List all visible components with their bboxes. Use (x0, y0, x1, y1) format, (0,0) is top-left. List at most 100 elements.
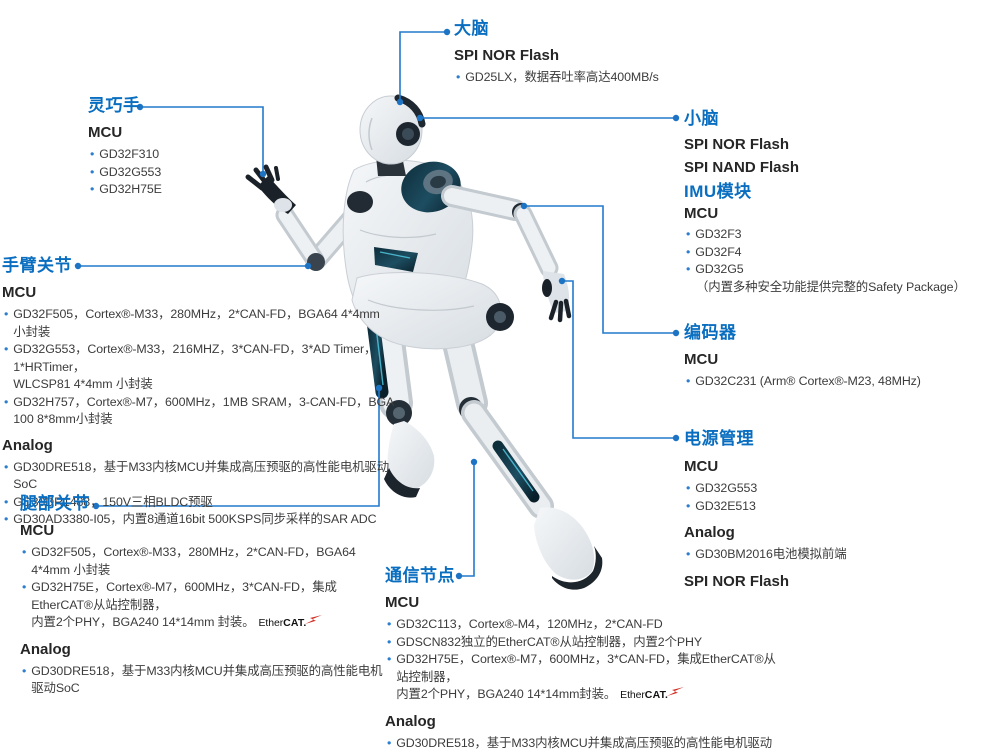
spec-item-text: GD32G553 (695, 481, 758, 495)
connector-dexterous-hand (140, 106, 264, 174)
spec-item-text: GD30DRE518，基于M33内核MCU并集成高压预驱的高性能电机驱动SoC (13, 459, 389, 492)
spec-category: Analog (385, 712, 436, 730)
callout-imu: IMU模块 MCU•GD32F3•GD32F4•GD32G5（内置多种安全功能提… (684, 181, 998, 296)
spec-item: •GD32C113，Cortex®-M4，120MHz，2*CAN-FD (385, 616, 777, 634)
spec-item: •GD32F310 (88, 146, 288, 164)
spec-item-text: GD32G553，Cortex®-M33，216MHZ，3*CAN-FD，3*A… (13, 342, 377, 391)
connector-brain (399, 31, 447, 102)
bullet-icon: • (22, 663, 27, 678)
spec-category: SPI NOR Flash (684, 136, 790, 153)
bullet-icon: • (686, 227, 691, 241)
callout-title-imu: IMU模块 (684, 182, 752, 201)
spec-category: MCU (88, 124, 123, 141)
spec-item: •GD32H757，Cortex®-M7，600MHz，1MB SRAM，3-C… (2, 394, 394, 429)
bullet-icon: • (686, 547, 691, 561)
callout-title-power: 电源管理 (684, 429, 754, 448)
spec-item: • GD32G553 (88, 164, 288, 182)
spec-item: • GD32F505，Cortex®-M33，280MHz，2*CAN-FD，BG… (2, 306, 394, 341)
spec-category: SPI NAND Flash (684, 159, 800, 176)
spec-item-text: GD32H75E (99, 182, 162, 196)
spec-item-text: GD25LX，数据吞吐率高达400MB/s (465, 70, 659, 84)
spec-item: • GD32G553，Cortex®-M33，216MHZ，3*CAN-FD，3*… (2, 341, 394, 394)
spec-item: •GD30AD3380-I05，内置8通道16bit 500KSPS同步采样的S… (2, 511, 394, 529)
spec-item-text: GD32H757，Cortex®-M7，600MHz，1MB SRAM，3-CA… (13, 394, 394, 427)
bullet-icon: • (4, 459, 9, 474)
spec-category: Analog (20, 640, 71, 658)
head (359, 95, 423, 165)
spec-item-text: GD32F3 (695, 227, 742, 241)
spec-item-text: GD30DR1488，150V三相BLDC预驱 (13, 494, 213, 509)
spec-item-text: GD32F310 (99, 147, 160, 161)
callout-brain: 大脑 SPI NOR Flash • GD25LX，数据吞吐率高达400MB/s (454, 18, 774, 87)
callout-encoder: 编码器 MCU • GD32C231 (Arm® Cortex®-M23, 48MH… (684, 322, 996, 391)
bullet-icon: • (456, 70, 461, 84)
spec-item-text: GD32H75E，Cortex®-M7，600MHz，3*CAN-FD，集成Et… (31, 580, 337, 629)
bullet-icon: • (686, 374, 691, 388)
spec-category: MCU (2, 284, 37, 301)
ethercat-logo: EtherCAT. (620, 687, 685, 701)
spec-category: SPI NOR Flash (684, 572, 790, 590)
connector-encoder (524, 205, 676, 334)
bullet-icon: • (387, 735, 392, 750)
spec-item: • GD30DRE518，基于M33内核MCU并集成高压预驱的高性能电机驱动SoC (2, 459, 394, 494)
spec-item-text: （内置多种安全功能提供完整的Safety Package） (696, 279, 966, 294)
callout-title-arm-joint: 手臂关节 (2, 256, 72, 275)
robot-body (245, 94, 603, 590)
spec-category: MCU (684, 458, 719, 475)
callout-comm-node: 通信节点 MCU•GD32C113，Cortex®-M4，120MHz，2*CA… (385, 565, 777, 753)
spec-item: •GD32F4 (684, 244, 998, 262)
callout-title-leg-joint: 腿部关节 (20, 494, 90, 513)
spec-item-text: GD30DRE518，基于M33内核MCU并集成高压预驱的高性能电机驱动SoC (31, 663, 383, 696)
left-foot (387, 421, 435, 490)
bullet-icon: • (686, 244, 691, 259)
right-foot (534, 507, 595, 580)
connector-leg-joint (96, 388, 380, 507)
bullet-icon: • (387, 652, 392, 666)
bullet-icon: • (4, 512, 9, 526)
bullet-icon: • (387, 634, 392, 649)
spec-item: （内置多种安全功能提供完整的Safety Package） (684, 279, 998, 297)
spec-item-text: GDSCN832独立的EtherCAT®从站控制器，内置2个PHY (396, 634, 703, 649)
spec-category: Analog (684, 524, 735, 541)
callout-title-brain: 大脑 (454, 19, 489, 38)
spec-item: • GD32G553 (684, 480, 996, 498)
spec-item: • GD32H75E，Cortex®-M7，600MHz，3*CAN-FD，集成E… (385, 651, 777, 705)
spec-item: •GD32G5 (684, 261, 998, 279)
spec-item-text: GD32H75E，Cortex®-M7，600MHz，3*CAN-FD，集成Et… (396, 652, 776, 701)
spec-item-text: GD32E513 (695, 498, 756, 513)
spec-item-text: GD30DRE518，基于M33内核MCU并集成高压预驱的高性能电机驱动SoC (396, 735, 772, 750)
spec-item: • GD30DRE518，基于M33内核MCU并集成高压预驱的高性能电机驱动SoC (385, 735, 777, 753)
spec-item-text: GD32C113，Cortex®-M4，120MHz，2*CAN-FD (396, 617, 663, 631)
spec-item-text: GD32G5 (695, 262, 744, 276)
spec-category: Analog (2, 436, 53, 454)
connector-dots (74, 28, 680, 580)
spec-item: • GDSCN832独立的EtherCAT®从站控制器，内置2个PHY (385, 634, 777, 652)
spec-category: MCU (684, 205, 719, 222)
spec-item-text: GD30BM2016电池模拟前端 (695, 547, 847, 561)
spec-item: • GD32H75E，Cortex®-M7，600MHz，3*CAN-FD，集成E… (20, 579, 394, 633)
spec-category: SPI NOR Flash (454, 47, 560, 64)
spec-category: MCU (684, 351, 719, 368)
bullet-icon: • (90, 164, 95, 179)
spec-item-text: GD32G553 (99, 164, 162, 179)
bullet-icon: • (4, 494, 9, 509)
spec-item-text: GD32C231 (Arm® Cortex®-M23, 48MHz) (695, 374, 921, 388)
callout-arm-joint: 手臂关节 MCU • GD32F505，Cortex®-M33，280MHz，2*C… (2, 255, 394, 529)
bullet-icon: • (22, 545, 27, 559)
spec-category: MCU (20, 522, 55, 539)
spec-item: • GD30DRE518，基于M33内核MCU并集成高压预驱的高性能电机驱动SoC (20, 663, 394, 698)
spec-item: • GD32F3 (684, 226, 998, 244)
ethercat-logo: EtherCAT. (259, 615, 323, 629)
callout-title-encoder: 编码器 (684, 323, 737, 342)
spec-item-text: GD32F505，Cortex®-M33，280MHz，2*CAN-FD，BGA… (13, 307, 380, 339)
spec-item-text: GD32F505，Cortex®-M33，280MHz，2*CAN-FD，BGA… (31, 545, 356, 577)
bullet-icon: • (686, 481, 691, 495)
bullet-icon: • (4, 342, 9, 356)
spec-item: • GD32F505，Cortex®-M33，280MHz，2*CAN-FD，BG… (20, 544, 394, 579)
bullet-icon: • (4, 307, 9, 321)
bullet-icon: • (22, 580, 27, 594)
